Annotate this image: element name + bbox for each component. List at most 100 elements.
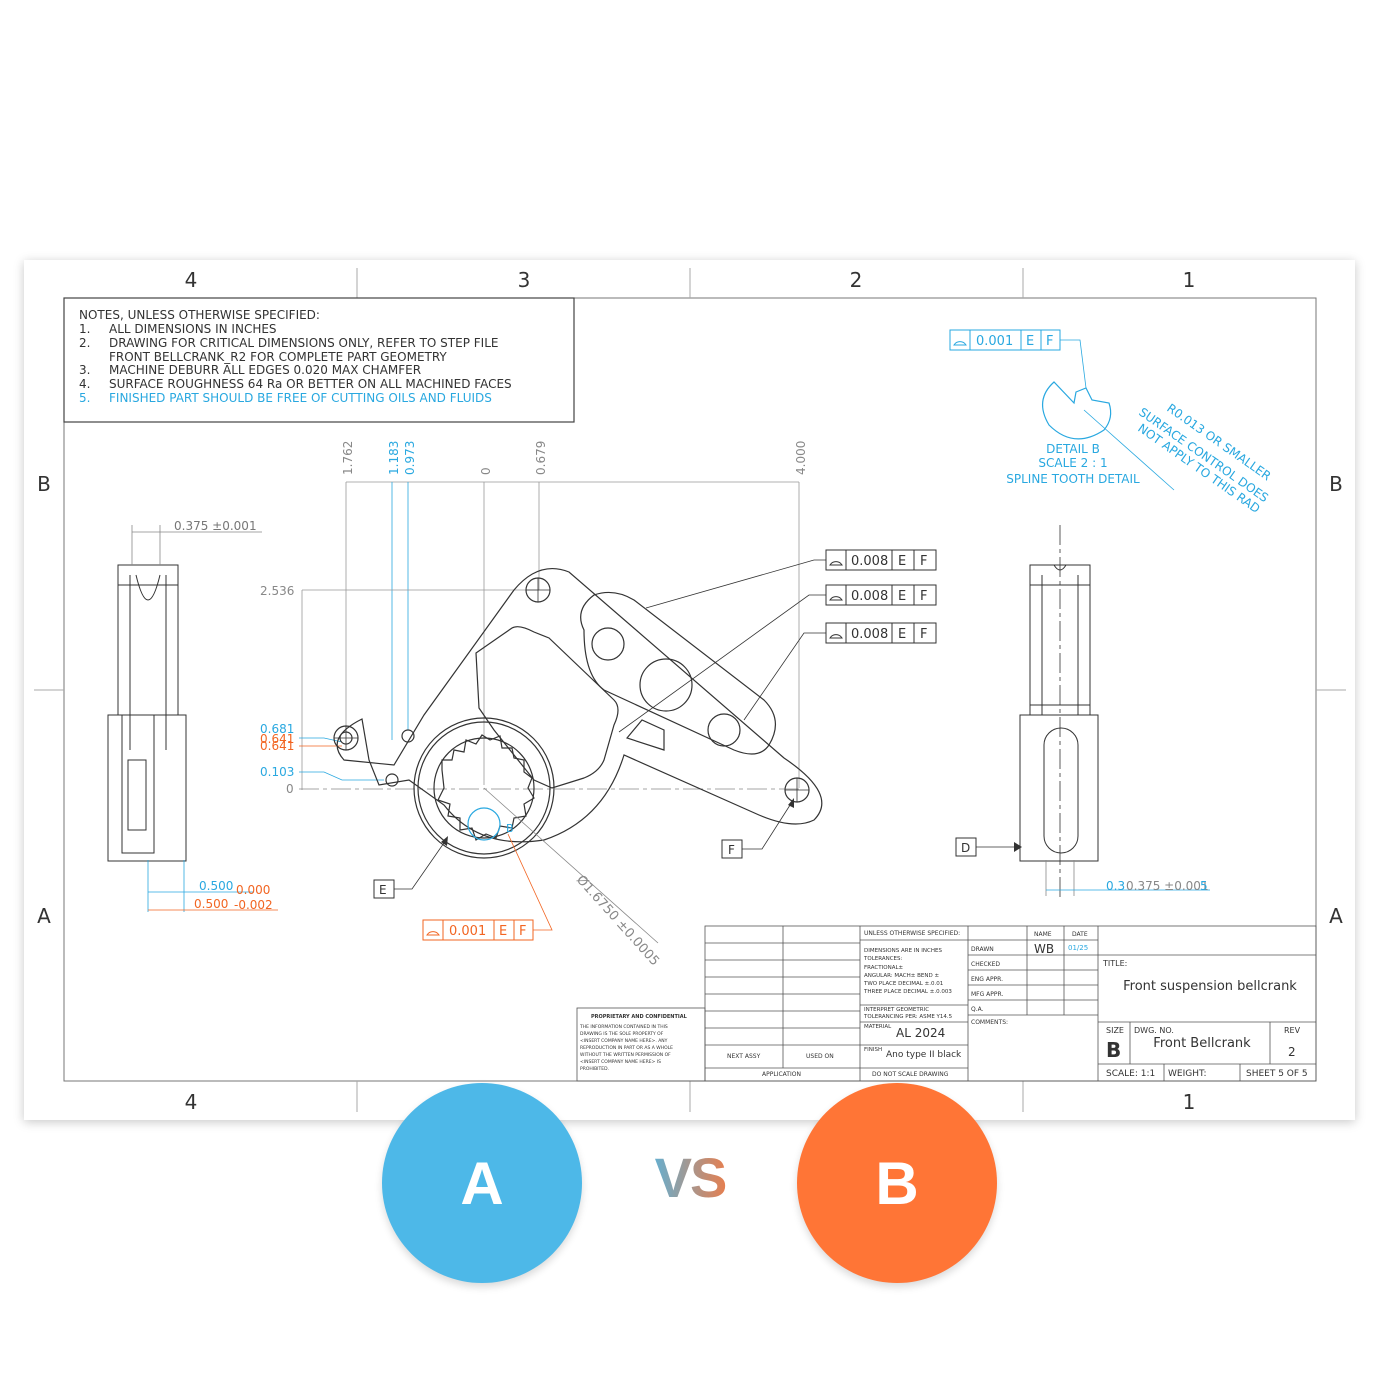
tb-qa: Q.A. bbox=[971, 1006, 984, 1013]
ord-y-0103: 0.103 bbox=[260, 765, 294, 779]
note-text-1: ALL DIMENSIONS IN INCHES bbox=[109, 322, 277, 336]
profile-surface-icon bbox=[829, 634, 843, 639]
datum-e: E bbox=[373, 836, 448, 899]
tb-next-assy: NEXT ASSY bbox=[727, 1053, 761, 1060]
datum-d: D bbox=[955, 837, 1022, 857]
fcf-2-value: 0.008 bbox=[851, 589, 888, 604]
zone-left-b: B bbox=[37, 472, 51, 496]
zone-top-2: 2 bbox=[850, 268, 863, 292]
zone-bottom-4: 4 bbox=[185, 1090, 198, 1114]
fcf-1-datum-1: E bbox=[898, 554, 906, 569]
ord-x-1183: 1.183 bbox=[387, 441, 401, 475]
zone-right-b: B bbox=[1329, 472, 1343, 496]
tb-title-label: TITLE: bbox=[1102, 959, 1127, 968]
profile-surface-icon bbox=[426, 931, 440, 936]
dim-side-b3: 0.500 bbox=[194, 897, 228, 911]
note-num-5: 5. bbox=[79, 391, 90, 405]
tb-prop-line-6: <INSERT COMPANY NAME HERE> IS bbox=[580, 1059, 661, 1065]
notes-box bbox=[63, 297, 575, 423]
datum-e-label: E bbox=[379, 883, 387, 897]
tb-finish-label: FINISH bbox=[864, 1047, 882, 1053]
tb-rev: 2 bbox=[1288, 1045, 1296, 1059]
drawing-border bbox=[63, 297, 1317, 1082]
datum-f: F bbox=[721, 798, 794, 859]
tb-eng-appr: ENG APPR. bbox=[971, 976, 1003, 983]
fcf-5-blue: 0.001 E F bbox=[949, 329, 1087, 389]
tb-fractional: FRACTIONAL± bbox=[864, 965, 904, 971]
tb-prop-title: PROPRIETARY AND CONFIDENTIAL bbox=[591, 1014, 688, 1020]
tb-mfg-appr: MFG APPR. bbox=[971, 991, 1003, 998]
note-num-1: 1. bbox=[79, 322, 90, 336]
ord-y-0681: 0.681 bbox=[260, 722, 294, 736]
fcf-5-value: 0.001 bbox=[976, 334, 1013, 349]
engineering-drawing: 4 3 2 1 4 3 2 1 B A B A NOTES, UNLESS OT… bbox=[34, 268, 1346, 1114]
dim-side-b1: 0.500 bbox=[199, 879, 233, 893]
ordinate-x-dims: 1.762 1.183 0.973 0 0.679 4.000 bbox=[341, 441, 808, 788]
right-view-dims: 0.3 0.375 ±0.001 5 bbox=[1045, 860, 1210, 896]
detail-b-name: SPLINE TOOTH DETAIL bbox=[1006, 472, 1140, 486]
fcf-3-value: 0.008 bbox=[851, 627, 888, 642]
notes-header: NOTES, UNLESS OTHERWISE SPECIFIED: bbox=[79, 308, 320, 322]
dim-right-c: 5 bbox=[1200, 879, 1208, 893]
fcf-2-datum-1: E bbox=[898, 589, 906, 604]
bellcrank-part bbox=[333, 568, 823, 859]
tb-no-scale: DO NOT SCALE DRAWING bbox=[872, 1071, 949, 1078]
tb-material: AL 2024 bbox=[896, 1026, 945, 1040]
right-side-view bbox=[1019, 525, 1099, 900]
datum-d-label: D bbox=[961, 841, 970, 855]
fcf-5-datum-2: F bbox=[1046, 334, 1053, 349]
tb-tol-per: TOLERANCING PER: ASME Y14.5 bbox=[863, 1014, 953, 1020]
ord-y-2536: 2.536 bbox=[260, 584, 294, 598]
zone-top-1: 1 bbox=[1183, 268, 1196, 292]
tb-size: B bbox=[1106, 1038, 1121, 1062]
detail-b-view bbox=[1042, 381, 1112, 440]
detail-b-scale: SCALE 2 : 1 bbox=[1038, 456, 1107, 470]
option-a-badge: A bbox=[382, 1083, 582, 1283]
left-side-view bbox=[107, 564, 187, 862]
fcf-1-datum-2: F bbox=[920, 554, 927, 569]
note-num-4: 4. bbox=[79, 377, 90, 391]
dim-right-b: 0.375 ±0.001 bbox=[1126, 879, 1209, 893]
dim-side-b2: 0.000 bbox=[236, 883, 270, 897]
dim-right-a: 0.3 bbox=[1106, 879, 1125, 893]
tb-interpret: INTERPRET GEOMETRIC bbox=[864, 1007, 929, 1013]
tb-sheet: SHEET 5 OF 5 bbox=[1246, 1069, 1308, 1079]
profile-surface-icon bbox=[953, 341, 967, 346]
tb-size-label: SIZE bbox=[1106, 1026, 1124, 1035]
fcf-4-orange: 0.001 E F bbox=[422, 833, 553, 941]
ord-x-0: 0 bbox=[479, 467, 493, 475]
fcf-4-value: 0.001 bbox=[449, 924, 486, 939]
option-b-badge: B bbox=[797, 1083, 997, 1283]
tb-unless: UNLESS OTHERWISE SPECIFIED: bbox=[864, 930, 960, 937]
dim-side-b4: -0.002 bbox=[234, 898, 273, 912]
tb-weight: WEIGHT: bbox=[1168, 1069, 1207, 1079]
spline-bore bbox=[433, 737, 535, 839]
detail-b-title: DETAIL B bbox=[1046, 442, 1100, 456]
detail-b-label: B bbox=[506, 822, 514, 835]
ord-x-0973: 0.973 bbox=[403, 441, 417, 475]
note-num-2: 2. bbox=[79, 336, 90, 350]
fcf-1: 0.008 E F bbox=[645, 549, 937, 609]
zone-right-a: A bbox=[1329, 904, 1343, 928]
zone-left-a: A bbox=[37, 904, 51, 928]
note-num-3: 3. bbox=[79, 363, 90, 377]
tb-material-label: MATERIAL bbox=[864, 1024, 892, 1030]
ord-y-0641a: 0.641 bbox=[260, 732, 294, 746]
zone-top-3: 3 bbox=[518, 268, 531, 292]
note-text-4: SURFACE ROUGHNESS 64 Ra OR BETTER ON ALL… bbox=[109, 377, 512, 391]
tb-prop-line-5: WITHOUT THE WRITTEN PERMISSION OF bbox=[580, 1052, 671, 1058]
tb-dims-in: DIMENSIONS ARE IN INCHES bbox=[864, 948, 942, 954]
profile-surface-icon bbox=[829, 596, 843, 601]
fcf-4-datum-2: F bbox=[519, 924, 526, 939]
tb-two-place: TWO PLACE DECIMAL ±.0.01 bbox=[863, 981, 943, 987]
tb-three-place: THREE PLACE DECIMAL ±.0.003 bbox=[863, 989, 952, 995]
ordinate-y-dims: 2.536 0.681 0.641 0.641 0.103 0 bbox=[260, 584, 799, 796]
fcf-1-value: 0.008 bbox=[851, 554, 888, 569]
tb-name-label: NAME bbox=[1034, 931, 1052, 938]
tb-application: APPLICATION bbox=[762, 1071, 801, 1078]
note-text-2: DRAWING FOR CRITICAL DIMENSIONS ONLY, RE… bbox=[109, 336, 498, 350]
fcf-3: 0.008 E F bbox=[743, 622, 937, 721]
tb-drawn: DRAWN bbox=[971, 946, 994, 953]
tb-finish: Ano type II black bbox=[886, 1050, 962, 1060]
tb-title: Front suspension bellcrank bbox=[1123, 979, 1297, 994]
